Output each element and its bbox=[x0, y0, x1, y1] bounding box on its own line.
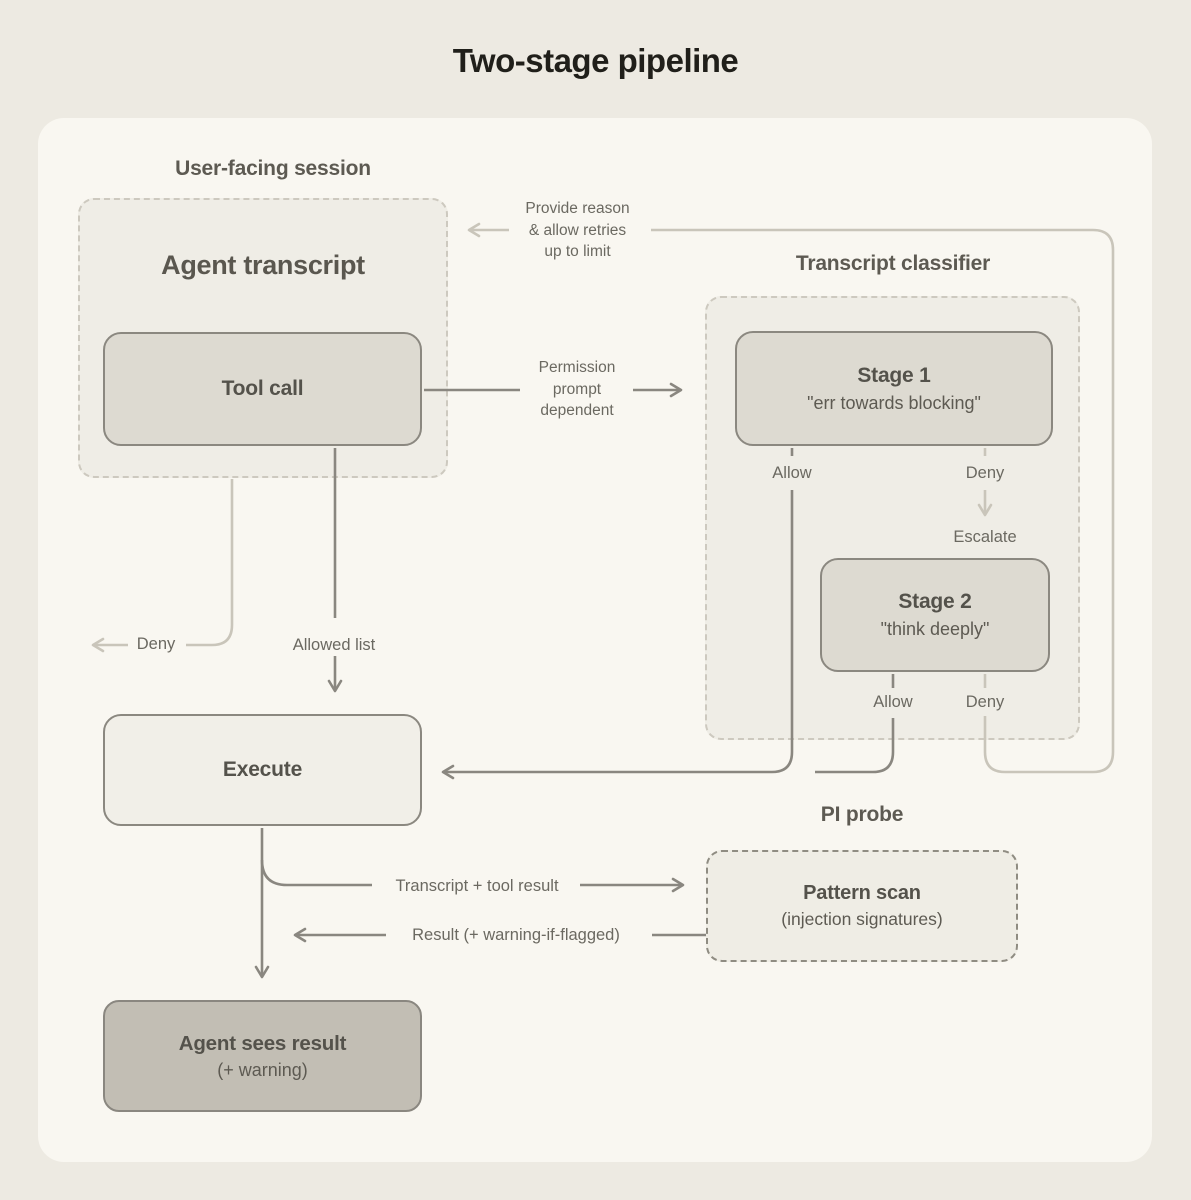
edge-label-allowed-list: Allowed list bbox=[292, 636, 376, 654]
edge-label-stage2-deny: Deny bbox=[965, 693, 1005, 711]
edge-label-result-warning: Result (+ warning-if-flagged) bbox=[412, 926, 620, 944]
stage2-node: Stage 2 "think deeply" bbox=[820, 558, 1050, 672]
stage1-node: Stage 1 "err towards blocking" bbox=[735, 331, 1053, 446]
pattern-scan-subtitle: (injection signatures) bbox=[781, 909, 943, 929]
edge-label-stage2-allow: Allow bbox=[873, 693, 913, 711]
stage2-title: Stage 2 bbox=[898, 590, 972, 613]
tool-call-label: Tool call bbox=[221, 377, 304, 400]
edge-label-deny-left: Deny bbox=[136, 635, 176, 653]
execute-label: Execute bbox=[222, 758, 303, 781]
stage1-title: Stage 1 bbox=[857, 363, 931, 387]
edge-label-stage1-deny: Deny bbox=[965, 464, 1005, 482]
tool-call-node: Tool call bbox=[103, 332, 422, 446]
edge-label-permission-prompt: Permission prompt dependent bbox=[538, 359, 616, 420]
user-session-label: User-facing session bbox=[175, 157, 371, 180]
pi-probe-label: PI probe bbox=[820, 803, 904, 826]
edge-label-provide-reason: Provide reason & allow retries up to lim… bbox=[525, 200, 630, 261]
edge-label-transcript-tool-result: Transcript + tool result bbox=[395, 877, 559, 895]
transcript-classifier-label: Transcript classifier bbox=[795, 252, 991, 275]
pattern-scan-node: Pattern scan (injection signatures) bbox=[706, 850, 1018, 962]
edge-label-stage1-allow: Allow bbox=[772, 464, 812, 482]
result-title: Agent sees result bbox=[178, 1031, 347, 1055]
agent-transcript-heading: Agent transcript bbox=[161, 250, 365, 280]
agent-sees-result-node: Agent sees result (+ warning) bbox=[103, 1000, 422, 1112]
result-subtitle: (+ warning) bbox=[217, 1059, 308, 1080]
edge-label-escalate: Escalate bbox=[953, 528, 1017, 546]
pattern-scan-title: Pattern scan bbox=[803, 882, 921, 904]
execute-node: Execute bbox=[103, 714, 422, 826]
page-title: Two-stage pipeline bbox=[452, 42, 739, 79]
stage1-subtitle: "err towards blocking" bbox=[807, 392, 981, 413]
stage2-subtitle: "think deeply" bbox=[880, 619, 990, 639]
